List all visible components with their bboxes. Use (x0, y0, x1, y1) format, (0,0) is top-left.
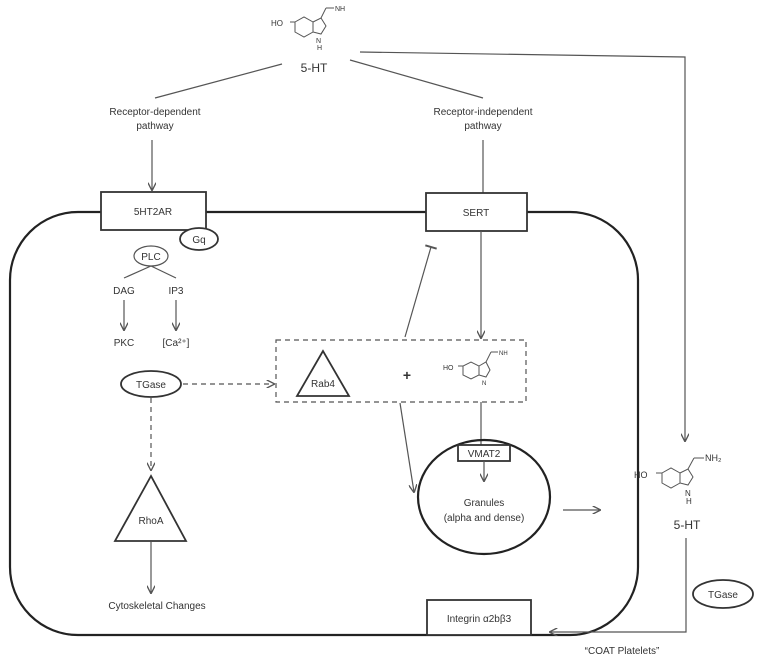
hydroxyl-label-top: HO (271, 19, 283, 28)
calcium-label: [Ca²⁺] (163, 338, 190, 349)
tgase-outside-label: TGase (708, 590, 738, 601)
ring-nitrogen-label-right: N (685, 489, 691, 498)
inhibition-complex-to-sert (404, 244, 438, 338)
cytoskeletal-changes-label: Cytoskeletal Changes (108, 601, 205, 612)
serotonin-label-top: 5-HT (301, 61, 328, 75)
rab4-serotonin-complex (275, 339, 527, 403)
serotonin-molecule-right: HO NH₂ N H (634, 453, 722, 506)
rab4-label: Rab4 (311, 379, 335, 390)
rhoa-label: RhoA (138, 516, 163, 527)
dag-label: DAG (113, 286, 135, 297)
rab4-triangle (295, 349, 351, 397)
receptor-dependent-label-line2: pathway (136, 121, 173, 132)
plus-sign: + (403, 367, 411, 383)
gq-protein (179, 227, 219, 251)
arrow-5ht-to-integrin (550, 538, 687, 632)
5ht2ar-label: 5HT2AR (134, 207, 172, 218)
line-to-receptor-dependent (154, 63, 283, 99)
hydroxyl-label-complex: HO (443, 365, 454, 372)
granules-title: Granules (464, 498, 505, 509)
tgase-outside-node (692, 579, 754, 609)
receptor-dependent-label-line1: Receptor-dependent (109, 107, 200, 118)
arrow-complex-to-granules (399, 402, 414, 492)
integrin-box (426, 599, 532, 636)
receptor-independent-label-line1: Receptor-independent (434, 107, 533, 118)
tgase-inside-label: TGase (136, 380, 166, 391)
tgase-inside-node (120, 370, 182, 398)
plc-label: PLC (141, 252, 160, 263)
serotonin-label-right: 5-HT (674, 518, 701, 532)
integrin-label: Integrin α2bβ3 (447, 614, 512, 625)
serotonin-molecule-complex: HO NH N (443, 351, 508, 387)
receptor-independent-label-line2: pathway (464, 121, 501, 132)
arrow-to-extracellular-5ht (359, 51, 685, 441)
ip3-label: IP3 (168, 286, 183, 297)
amine-label-right: NH₂ (705, 453, 722, 463)
gq-label: Gq (192, 235, 205, 246)
pkc-label: PKC (114, 338, 135, 349)
sert-box (425, 192, 528, 232)
vmat2-label: VMAT2 (468, 449, 501, 460)
ring-hydrogen-label-right: H (686, 497, 692, 506)
amine-label-top: NH (335, 6, 345, 13)
granules-circle (416, 438, 552, 556)
ring-nitrogen-label-complex: N (482, 381, 486, 387)
sert-label: SERT (463, 208, 490, 219)
5ht2ar-receptor-box (100, 191, 207, 231)
plc-split-line-left (123, 265, 152, 279)
line-to-receptor-independent (349, 59, 484, 99)
serotonin-molecule-top: HO NH N H (271, 6, 345, 52)
amine-label-complex: NH (499, 351, 508, 357)
platelet-membrane (8, 210, 640, 637)
granules-subtitle: (alpha and dense) (444, 513, 525, 524)
rhoa-triangle (113, 474, 188, 542)
plc-split-line-right (150, 265, 177, 279)
ring-hydrogen-label-top: H (317, 45, 322, 52)
coat-platelets-label: “COAT Platelets” (585, 646, 660, 657)
ring-nitrogen-label-top: N (316, 38, 321, 45)
hydroxyl-label-right: HO (634, 470, 648, 480)
